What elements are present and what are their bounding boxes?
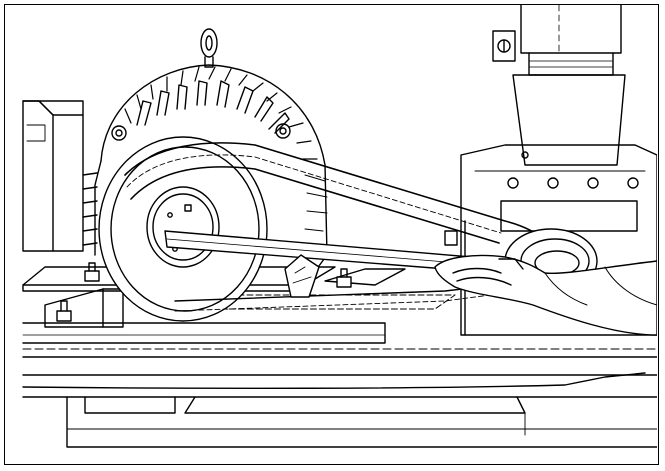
motor-pulley bbox=[98, 136, 268, 322]
belt-tension-illustration bbox=[22, 5, 657, 448]
base-frame bbox=[22, 322, 657, 448]
hand bbox=[434, 254, 657, 336]
drive-belt bbox=[124, 142, 566, 312]
motor-housing bbox=[82, 64, 328, 286]
illustration-frame bbox=[4, 4, 659, 465]
mounting-bolt bbox=[56, 123, 352, 322]
motor-foot bbox=[284, 254, 320, 298]
eye-bolt bbox=[200, 28, 218, 68]
left-housing bbox=[22, 100, 84, 252]
